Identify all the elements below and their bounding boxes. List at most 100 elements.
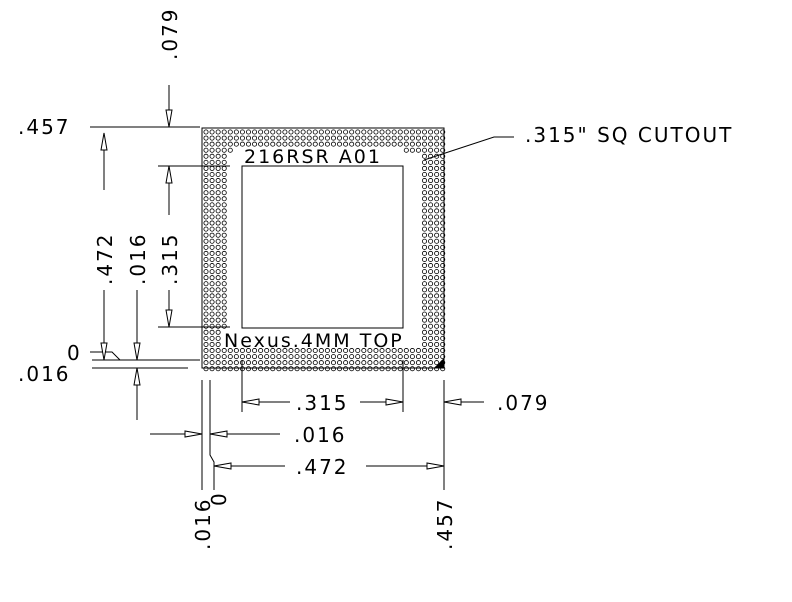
solder-ball xyxy=(391,360,397,366)
solder-ball xyxy=(282,129,288,135)
solder-ball xyxy=(415,129,421,135)
solder-ball xyxy=(409,354,415,360)
solder-ball xyxy=(422,354,428,360)
solder-ball xyxy=(428,153,434,159)
solder-ball xyxy=(276,366,282,372)
solder-ball xyxy=(221,244,227,250)
solder-ball xyxy=(440,323,446,329)
solder-ball xyxy=(391,354,397,360)
solder-ball xyxy=(415,135,421,141)
solder-ball xyxy=(239,348,245,354)
solder-ball xyxy=(252,129,258,135)
solder-ball xyxy=(434,281,440,287)
dim-label-left-small: .079 xyxy=(158,7,182,60)
solder-ball xyxy=(440,263,446,269)
solder-ball xyxy=(221,208,227,214)
solder-ball xyxy=(209,129,215,135)
solder-ball xyxy=(440,141,446,147)
solder-ball xyxy=(221,311,227,317)
solder-ball xyxy=(221,281,227,287)
solder-ball xyxy=(203,208,209,214)
solder-ball xyxy=(203,196,209,202)
solder-ball xyxy=(385,354,391,360)
arrow-079-left xyxy=(443,398,462,406)
solder-ball xyxy=(203,299,209,305)
solder-ball xyxy=(318,354,324,360)
solder-ball xyxy=(209,311,215,317)
solder-ball xyxy=(258,348,264,354)
solder-ball xyxy=(209,238,215,244)
solder-ball xyxy=(428,141,434,147)
solder-ball xyxy=(373,129,379,135)
solder-ball xyxy=(276,129,282,135)
solder-ball xyxy=(233,360,239,366)
solder-ball xyxy=(221,232,227,238)
solder-ball xyxy=(239,354,245,360)
solder-ball xyxy=(215,287,221,293)
solder-ball xyxy=(422,341,428,347)
solder-ball xyxy=(428,190,434,196)
solder-ball xyxy=(391,366,397,372)
solder-ball xyxy=(203,317,209,323)
solder-ball xyxy=(209,275,215,281)
solder-ball xyxy=(349,129,355,135)
solder-ball xyxy=(337,141,343,147)
solder-ball xyxy=(252,141,258,147)
solder-ball xyxy=(209,171,215,177)
solder-ball xyxy=(282,360,288,366)
solder-ball xyxy=(209,153,215,159)
solder-ball xyxy=(221,299,227,305)
solder-ball xyxy=(434,220,440,226)
solder-ball xyxy=(434,256,440,262)
solder-ball xyxy=(422,360,428,366)
solder-ball xyxy=(258,141,264,147)
solder-ball xyxy=(221,287,227,293)
solder-ball xyxy=(215,190,221,196)
solder-ball xyxy=(312,135,318,141)
solder-ball xyxy=(440,214,446,220)
solder-ball xyxy=(252,354,258,360)
sq-cutout xyxy=(241,165,404,329)
solder-ball xyxy=(422,184,428,190)
solder-ball xyxy=(397,366,403,372)
solder-ball xyxy=(270,141,276,147)
solder-ball xyxy=(203,141,209,147)
solder-ball xyxy=(300,354,306,360)
solder-ball xyxy=(258,366,264,372)
solder-ball xyxy=(288,348,294,354)
solder-ball xyxy=(294,366,300,372)
solder-ball xyxy=(422,244,428,250)
solder-ball xyxy=(434,159,440,165)
dim-label-bot-cut: .315 xyxy=(296,391,349,415)
solder-ball xyxy=(428,341,434,347)
solder-ball xyxy=(397,141,403,147)
solder-ball xyxy=(282,366,288,372)
solder-ball xyxy=(318,135,324,141)
solder-ball xyxy=(252,360,258,366)
solder-ball xyxy=(288,129,294,135)
solder-ball xyxy=(324,348,330,354)
solder-ball xyxy=(349,360,355,366)
solder-ball xyxy=(422,208,428,214)
solder-ball xyxy=(227,366,233,372)
solder-ball xyxy=(245,354,251,360)
solder-ball xyxy=(209,178,215,184)
solder-ball xyxy=(415,354,421,360)
solder-ball xyxy=(428,184,434,190)
solder-ball xyxy=(428,250,434,256)
solder-ball xyxy=(209,317,215,323)
solder-ball xyxy=(403,360,409,366)
solder-ball xyxy=(221,141,227,147)
solder-ball xyxy=(379,129,385,135)
solder-ball xyxy=(203,178,209,184)
solder-ball xyxy=(227,348,233,354)
solder-ball xyxy=(428,226,434,232)
solder-ball xyxy=(215,317,221,323)
solder-ball xyxy=(434,275,440,281)
solder-ball xyxy=(209,220,215,226)
solder-ball xyxy=(428,208,434,214)
solder-ball xyxy=(215,341,221,347)
solder-ball xyxy=(422,299,428,305)
dim-label-left-tall: .472 xyxy=(93,232,117,285)
